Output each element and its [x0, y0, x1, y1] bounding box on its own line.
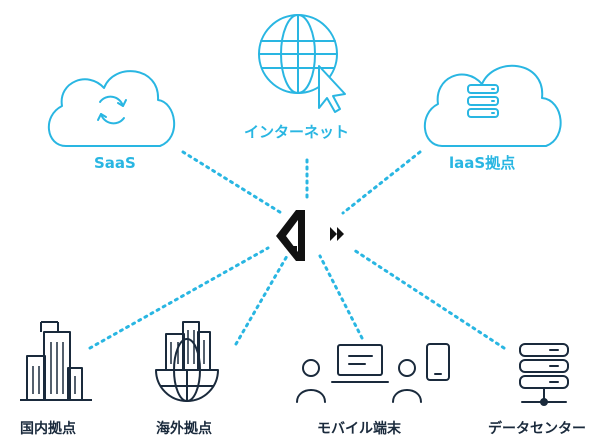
- overseas-label: 海外拠点: [156, 421, 212, 437]
- iaas-label: laaS拠点: [449, 154, 516, 172]
- connector-domestic: [88, 246, 270, 350]
- connector-iaas: [341, 150, 422, 215]
- globe-cursor-icon: [258, 14, 346, 113]
- mobile-label: モバイル端末: [317, 421, 401, 437]
- cloud-sync-icon: [47, 70, 176, 147]
- globe-buildings-icon: [155, 321, 219, 402]
- connector-saas: [181, 150, 285, 216]
- connectors: [88, 150, 506, 350]
- internet-label: インターネット: [244, 123, 350, 141]
- connector-datacenter: [352, 248, 506, 350]
- server-rack-icon: [519, 343, 569, 406]
- cloud-server-icon: [423, 64, 562, 147]
- devices-icon: [296, 343, 450, 403]
- buildings-icon: [20, 321, 92, 401]
- connector-mobile: [318, 254, 364, 340]
- datacenter-label: データセンター: [488, 421, 586, 437]
- connector-overseas: [234, 254, 289, 346]
- domestic-label: 国内拠点: [20, 421, 76, 437]
- saas-label: SaaS: [94, 154, 136, 172]
- logo-icon: [276, 210, 344, 261]
